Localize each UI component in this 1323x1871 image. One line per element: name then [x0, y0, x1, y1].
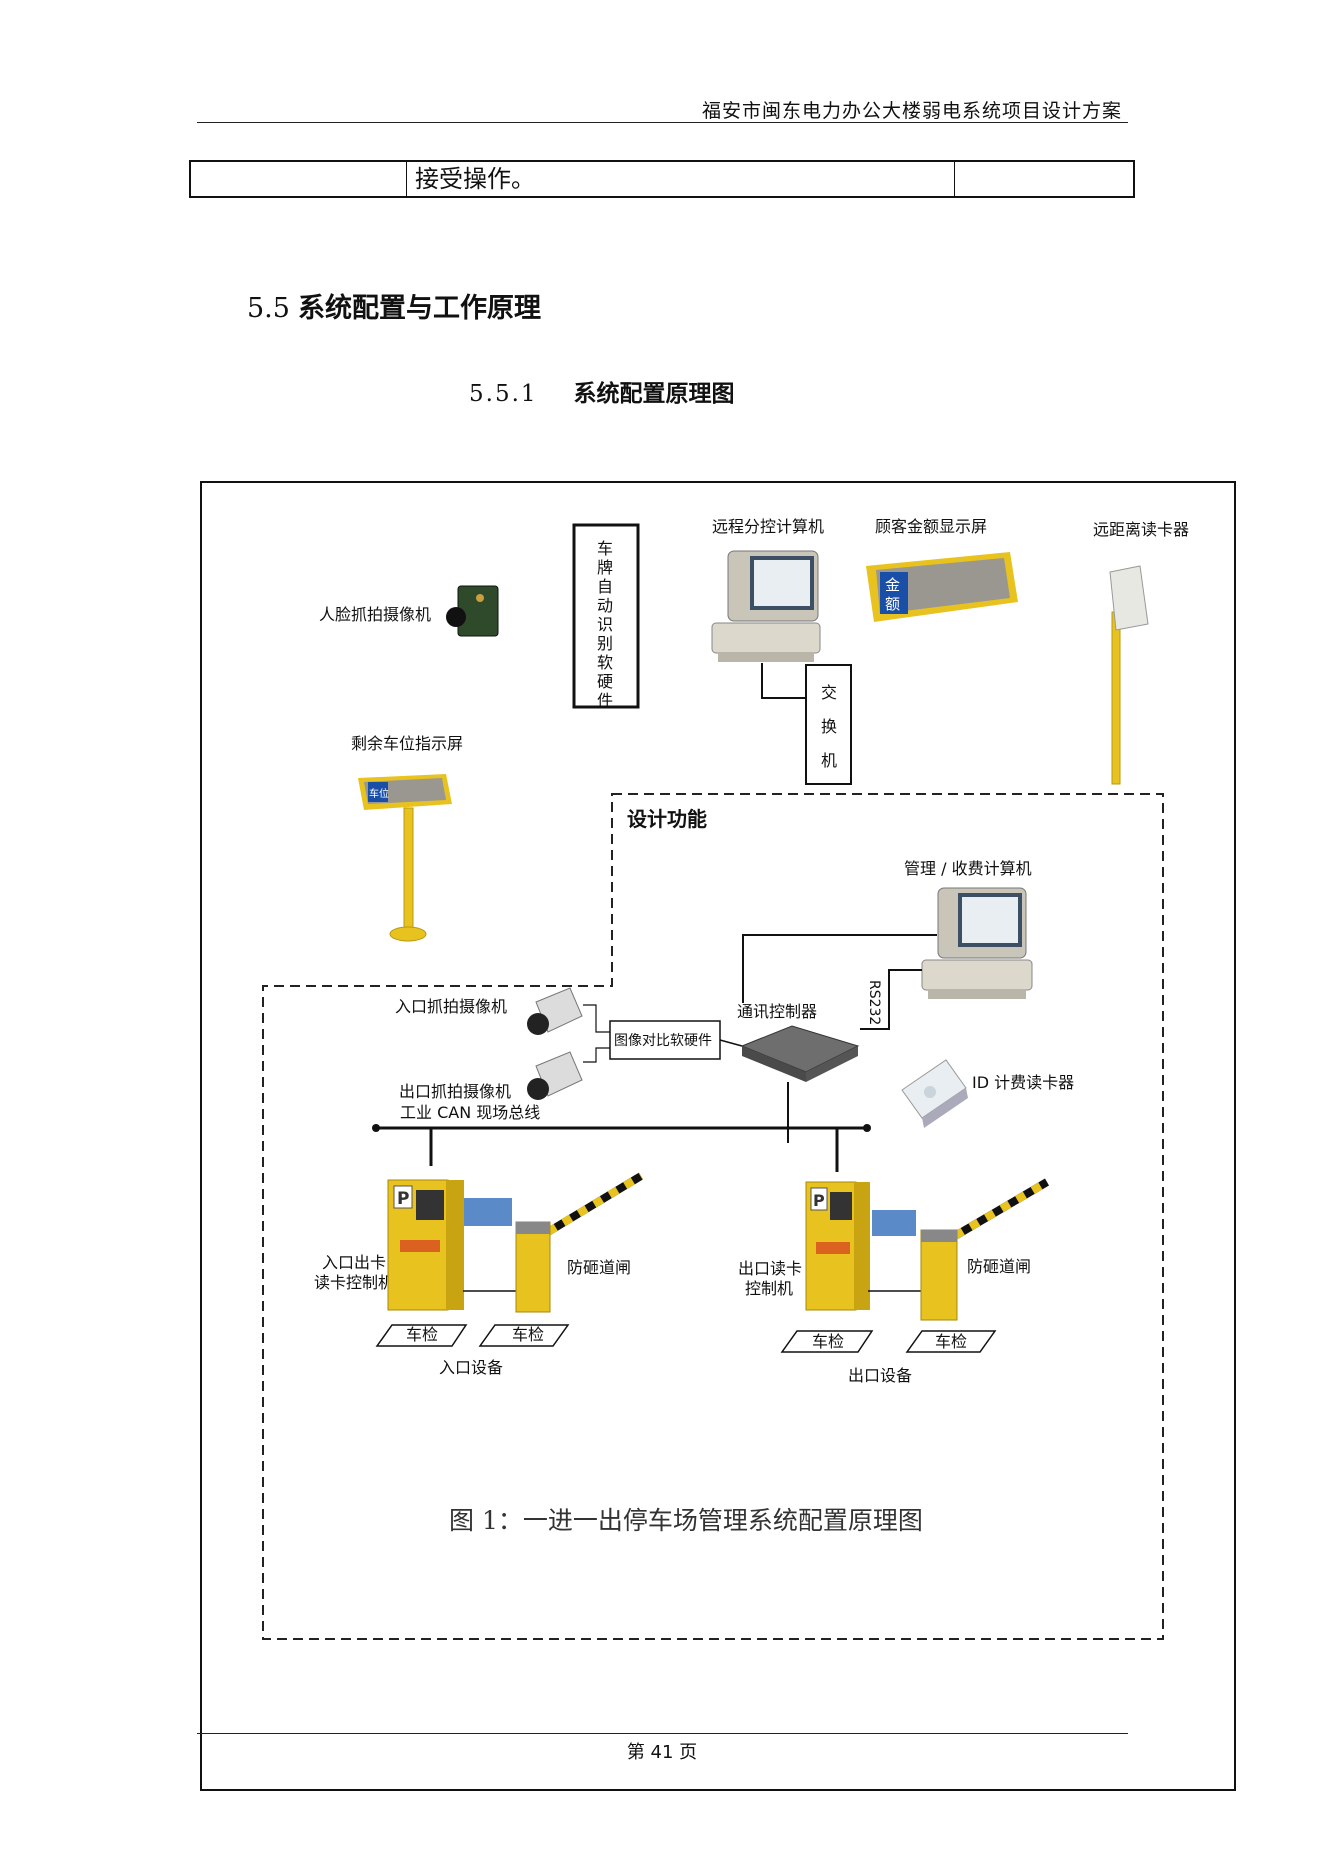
comm-controller-icon: [740, 1025, 860, 1082]
space-display-label: 剩余车位指示屏: [351, 734, 463, 753]
left-barrier-icon: [515, 1172, 644, 1313]
plate-recognition-char: 牌: [597, 558, 613, 577]
controller-to-mgmt-line: [742, 934, 937, 1003]
vehicle-detector-label: 车检: [512, 1325, 544, 1344]
table-cell: [191, 162, 407, 196]
plate-recognition-char: 识: [597, 615, 613, 634]
exit-equipment-label: 出口设备: [848, 1366, 912, 1385]
mgmt-computer-icon: [921, 887, 1033, 999]
remote-computer-icon: [711, 550, 821, 662]
exit-kiosk-label: 控制机: [745, 1279, 793, 1298]
mgmt-computer-label: 管理 / 收费计算机: [904, 859, 1032, 878]
page-number: 第 41 页: [626, 1742, 698, 1763]
can-bus-label: 工业 CAN 现场总线: [400, 1103, 540, 1122]
entry-kiosk-label: 读卡控制机: [314, 1273, 394, 1292]
entry-equipment-label: 入口设备: [439, 1358, 503, 1377]
remote-to-switch-line: [761, 663, 806, 699]
exit-camera-icon: [527, 1051, 583, 1100]
comm-controller-label: 通讯控制器: [737, 1002, 817, 1021]
subsection-title: 系统配置原理图: [573, 380, 735, 407]
design-function-region: [262, 793, 1164, 1640]
vehicle-detector-label: 车检: [812, 1332, 844, 1351]
remote-computer-label: 远程分控计算机: [712, 517, 824, 536]
exit-kiosk-label: 出口读卡: [738, 1259, 802, 1278]
id-reader-label: ID 计费读卡器: [972, 1073, 1074, 1092]
entry-camera-icon: [527, 987, 583, 1035]
right-barrier-icon: [920, 1178, 1050, 1321]
vehicle-detector-label: 车检: [935, 1332, 967, 1351]
vehicle-detector-box: [905, 1330, 997, 1353]
plate-recognition-char: 自: [597, 577, 613, 596]
spec-table-row: 接受操作。: [189, 160, 1135, 198]
exit-sign-icon: [872, 1210, 916, 1236]
rs232-label: RS232: [866, 980, 882, 1025]
amount-screen-char: 额: [885, 595, 900, 613]
design-function-label: 设计功能: [627, 807, 707, 831]
vehicle-detector-label: 车检: [406, 1325, 438, 1344]
vehicle-detector-box: [375, 1324, 468, 1347]
header-divider: [197, 122, 1128, 123]
footer-divider: [197, 1733, 1128, 1734]
face-camera-icon: [446, 585, 499, 637]
id-reader-icon: [901, 1059, 968, 1128]
vehicle-detector-box: [478, 1324, 570, 1347]
left-barrier-label: 防砸道闸: [567, 1258, 631, 1277]
exit-camera-label: 出口抓拍摄像机: [399, 1082, 511, 1101]
subsection-number: 5.5.1: [469, 381, 538, 407]
switch-char: 交: [821, 683, 837, 702]
amount-display-icon: 金 额: [866, 552, 1018, 622]
subsection-heading: 5.5.1 系统配置原理图: [469, 374, 735, 408]
plate-recognition-char: 动: [597, 596, 613, 615]
image-compare-box: [609, 1020, 721, 1060]
exit-kiosk-icon: P: [805, 1181, 870, 1311]
entry-kiosk-label: 入口出卡: [322, 1253, 386, 1272]
switch-char: 换: [821, 717, 837, 736]
entry-kiosk-icon: P: [387, 1179, 464, 1311]
svg-text:P: P: [813, 1191, 825, 1210]
exit-camera-line: [583, 1047, 610, 1063]
face-camera-label: 人脸抓拍摄像机: [319, 605, 431, 624]
amount-screen-char: 金: [885, 576, 900, 594]
table-cell: 接受操作。: [407, 162, 955, 196]
entry-sign-icon: [464, 1198, 512, 1226]
figure-caption: 图 1：一进一出停车场管理系统配置原理图: [449, 1506, 923, 1535]
plate-recognition-char: 软: [597, 653, 613, 672]
entry-camera-line: [583, 1004, 610, 1033]
switch-char: 机: [821, 751, 837, 770]
plate-recognition-char: 件: [597, 691, 613, 710]
space-display-icon: 车位: [358, 774, 452, 942]
diagram-frame: [200, 481, 1236, 1791]
plate-recognition-char: 别: [597, 634, 613, 653]
plate-recognition-char: 硬: [597, 672, 613, 691]
image-compare-label: 图像对比软硬件: [614, 1033, 712, 1049]
svg-text:P: P: [397, 1189, 409, 1209]
right-barrier-label: 防砸道闸: [967, 1257, 1031, 1276]
section-title: 系统配置与工作原理: [297, 293, 541, 324]
plate-recognition-label: 车 牌 自 动 识 别 软 硬 件: [597, 539, 613, 710]
bus-endpoint: [372, 1124, 380, 1132]
space-screen-text: 车位: [369, 787, 389, 800]
bus-endpoint: [863, 1124, 871, 1132]
entry-camera-label: 入口抓拍摄像机: [395, 997, 507, 1016]
rs232-line: [860, 969, 922, 1030]
long-range-reader-label: 远距离读卡器: [1093, 520, 1189, 539]
amount-display-label: 顾客金额显示屏: [875, 517, 987, 536]
plate-recognition-char: 车: [597, 539, 613, 558]
vehicle-detector-box: [780, 1330, 874, 1353]
network-switch-box: [805, 664, 852, 785]
compare-to-controller-line: [719, 1039, 743, 1047]
section-number: 5.5: [247, 293, 290, 324]
document-header-title: 福安市闽东电力办公大楼弱电系统项目设计方案: [701, 100, 1122, 122]
plate-recognition-box: [572, 523, 640, 709]
long-range-reader-icon: [1109, 565, 1149, 785]
